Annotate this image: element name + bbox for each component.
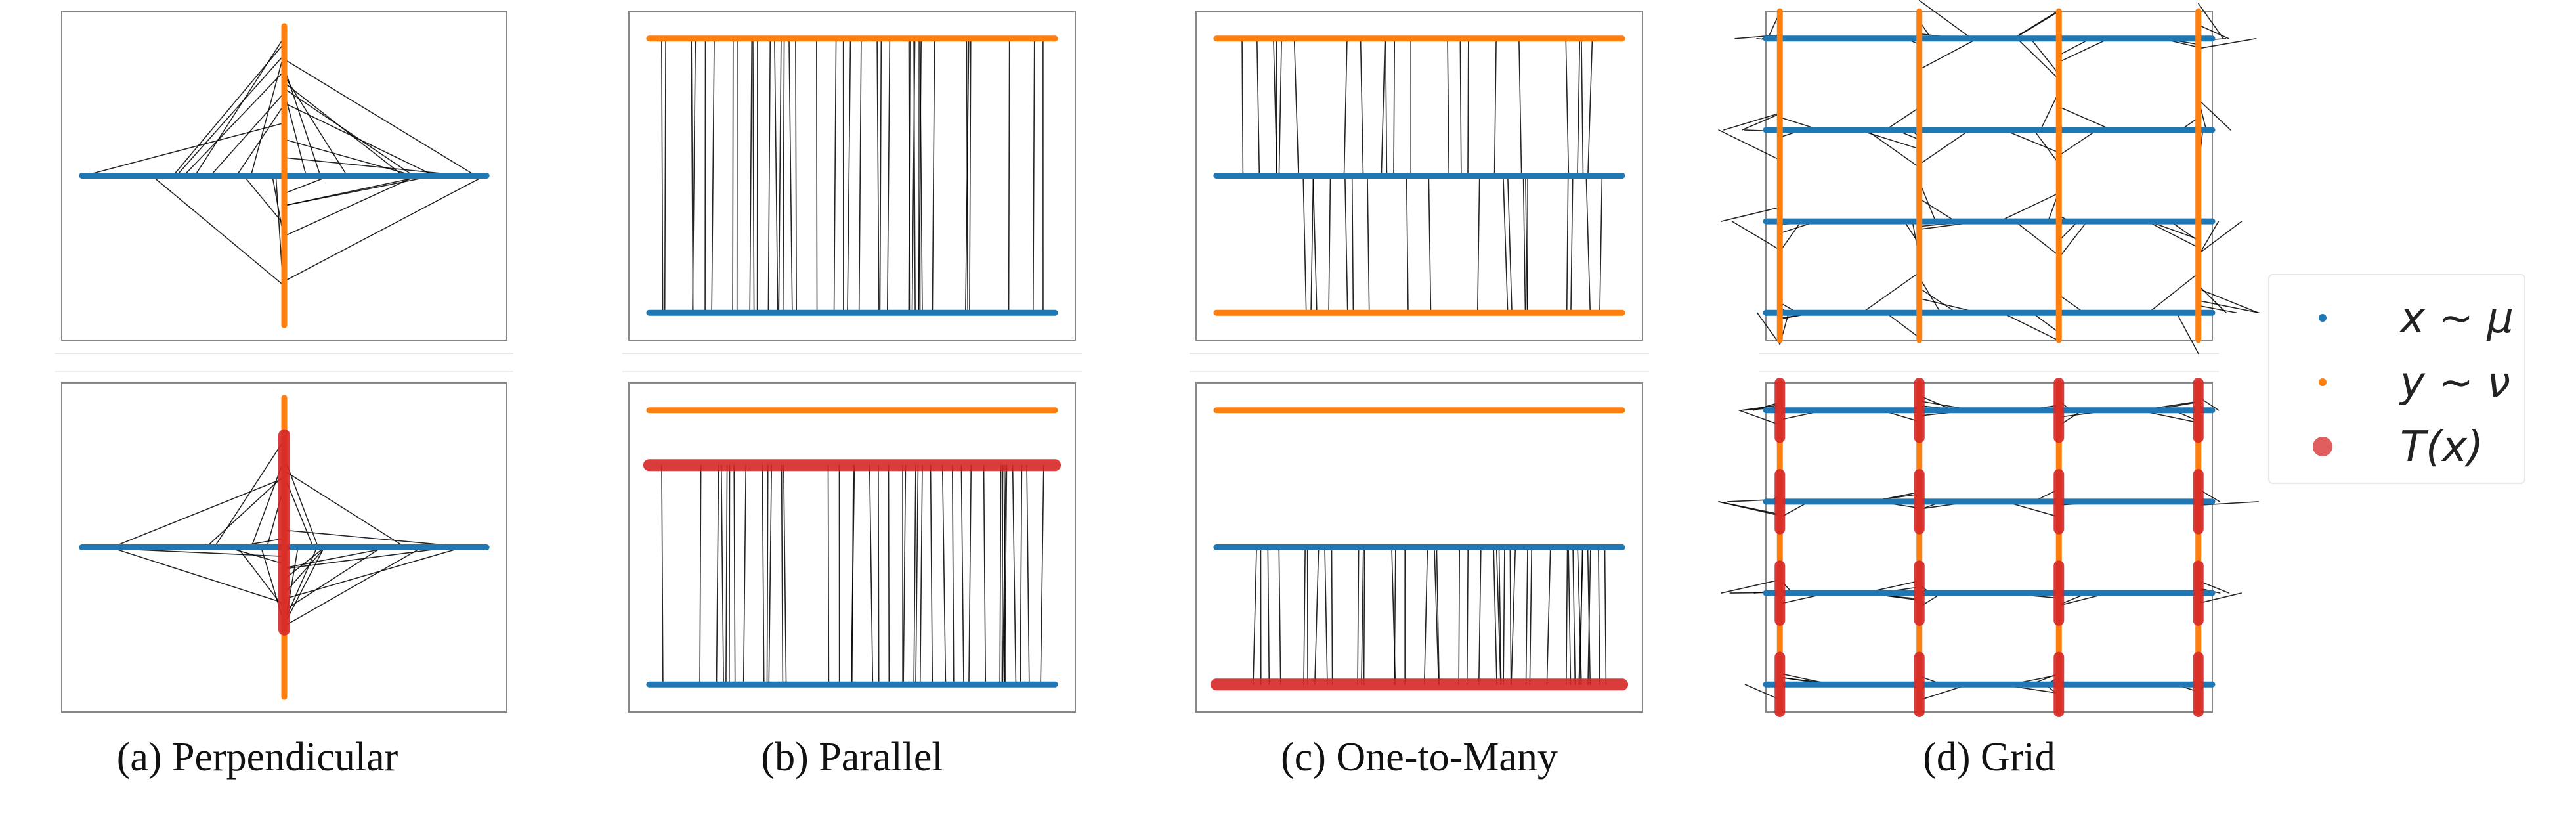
legend-label-y: y ∼ ν — [2399, 359, 2510, 407]
transport-line — [729, 465, 730, 684]
legend: x ∼ μ y ∼ ν T(x) — [2269, 275, 2525, 483]
caption-b: (b) Parallel — [629, 734, 1075, 781]
transport-line — [1468, 39, 1469, 176]
legend-label-Tx: T(x) — [2400, 423, 2483, 472]
panel-c-top — [1196, 11, 1642, 340]
legend-marker-x — [2319, 314, 2327, 322]
legend-marker-y — [2319, 378, 2327, 386]
transport-line — [878, 465, 879, 684]
transport-line — [1009, 39, 1010, 313]
panel-d-top — [1719, 1, 2259, 354]
caption-d: (d) Grid — [1766, 734, 2212, 781]
caption-c: (c) One-to-Many — [1196, 734, 1642, 781]
transport-line — [889, 465, 890, 684]
transport-line — [1332, 548, 1333, 685]
transport-line — [1364, 548, 1365, 685]
caption-a: (a) Perpendicular — [62, 734, 453, 781]
panel-b-bottom — [629, 383, 1075, 712]
legend-label-x: x ∼ μ — [2399, 294, 2514, 343]
panel-frame — [1766, 11, 2212, 340]
panel-d-bottom — [1719, 383, 2258, 712]
panel-a-top — [62, 11, 507, 340]
transport-line — [828, 465, 829, 684]
panel-b-top — [629, 11, 1075, 340]
panel-c-bottom — [1196, 383, 1642, 712]
panel-a-bottom — [62, 383, 507, 712]
panel-frame — [1766, 383, 2212, 712]
legend-marker-Tx — [2313, 437, 2332, 456]
